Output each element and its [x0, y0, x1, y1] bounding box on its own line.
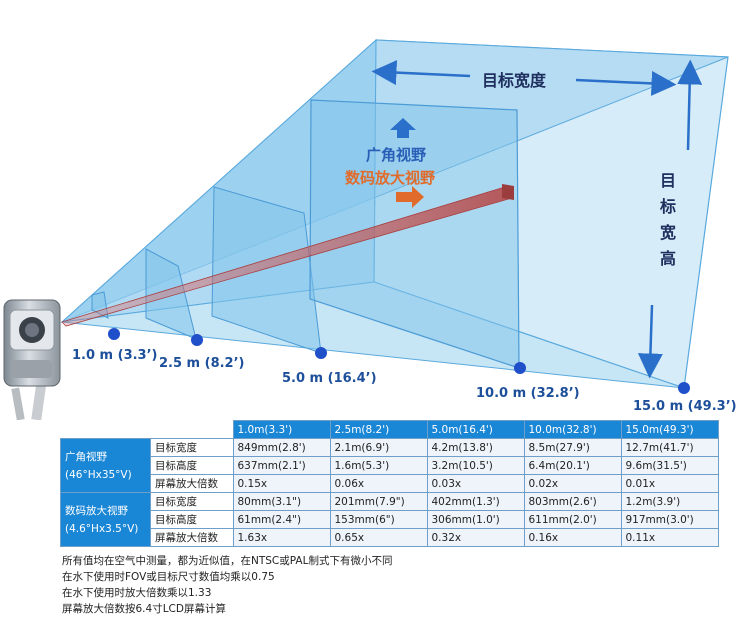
- table-row: 广角视野 (46°Hx35°V) 目标宽度 849mm(2.8') 2.1m(6…: [60, 438, 719, 493]
- table-cell: 637mm(2.1'): [232, 456, 331, 475]
- table-row: 目标高度 61mm(2.4") 153mm(6") 306mm(1.0') 61…: [61, 510, 719, 529]
- table-row: 目标高度 637mm(2.1') 1.6m(5.3') 3.2m(10.5') …: [61, 456, 719, 475]
- table-cell: 0.16x: [523, 528, 622, 547]
- height-arrow-bottom: [637, 304, 663, 379]
- table-cell: 201mm(7.9"): [329, 492, 428, 511]
- table-cell: 402mm(1.3'): [426, 492, 525, 511]
- table-row: 数码放大视野 (4.6°Hx3.5°V) 目标宽度 80mm(3.1") 201…: [60, 492, 719, 547]
- table-cell: 0.02x: [523, 474, 622, 493]
- distance-dot-2-5m: [191, 334, 203, 346]
- column-header: 10.0m(32.8'): [523, 420, 622, 439]
- table-cell: 0.03x: [426, 474, 525, 493]
- wide-fov-label: 广角视野: [366, 146, 426, 164]
- group-name: 数码放大视野: [65, 504, 128, 517]
- table-cell: 3.2m(10.5'): [426, 456, 525, 475]
- note-line: 在水下使用时FOV或目标尺寸数值均乘以0.75: [62, 571, 275, 583]
- row-metric: 目标宽度: [150, 438, 234, 457]
- column-header: 5.0m(16.4'): [426, 420, 525, 439]
- table-header-row: 1.0m(3.3') 2.5m(8.2') 5.0m(16.4') 10.0m(…: [60, 420, 719, 439]
- row-metric: 屏幕放大倍数: [150, 528, 234, 547]
- distance-label-15m: 15.0 m (49.3’): [633, 399, 737, 414]
- row-metric: 目标高度: [150, 510, 234, 529]
- distance-label-5m: 5.0 m (16.4’): [282, 371, 377, 386]
- table-cell: 917mm(3.0'): [620, 510, 719, 529]
- group-sub: (4.6°Hx3.5°V): [65, 522, 139, 535]
- notes: 所有值均在空气中测量，都为近似值，在NTSC或PAL制式下有微小不同 在水下使用…: [62, 553, 392, 617]
- height-label-char-3: 宽: [660, 223, 676, 242]
- table-corner: [150, 420, 233, 439]
- table-cell: 1.63x: [232, 528, 331, 547]
- table-cell: 4.2m(13.8'): [426, 438, 525, 457]
- height-label-char-1: 目: [660, 171, 676, 190]
- wide-fov-arrow: [390, 118, 416, 138]
- note-line: 屏幕放大倍数按6.4寸LCD屏幕计算: [62, 603, 226, 615]
- height-label-char-2: 标: [659, 197, 676, 216]
- note-line: 在水下使用时放大倍数乘以1.33: [62, 587, 212, 599]
- spec-table: 1.0m(3.3') 2.5m(8.2') 5.0m(16.4') 10.0m(…: [60, 420, 719, 547]
- group-sub: (46°Hx35°V): [65, 468, 132, 481]
- table-cell: 0.01x: [620, 474, 719, 493]
- table-cell: 849mm(2.8'): [232, 438, 331, 457]
- camera-icon: [3, 299, 61, 420]
- distance-dot-1m: [108, 328, 120, 340]
- column-header: 2.5m(8.2'): [329, 420, 428, 439]
- digital-zoom-label: 数码放大视野: [345, 169, 435, 187]
- table-cell: 12.7m(41.7'): [620, 438, 719, 457]
- distance-label-2-5m: 2.5 m (8.2’): [159, 356, 244, 371]
- table-cell: 2.1m(6.9'): [329, 438, 428, 457]
- width-label: 目标宽度: [482, 71, 547, 90]
- table-cell: 153mm(6"): [329, 510, 428, 529]
- distance-dot-5m: [315, 347, 327, 359]
- group-label-wide-fov: 广角视野 (46°Hx35°V): [60, 438, 151, 493]
- digital-zoom-arrow: [396, 186, 424, 208]
- table-corner: [60, 420, 151, 439]
- group-name: 广角视野: [65, 450, 107, 463]
- table-cell: 0.11x: [620, 528, 719, 547]
- group-label-digital-zoom: 数码放大视野 (4.6°Hx3.5°V): [60, 492, 151, 547]
- table-cell: 0.32x: [426, 528, 525, 547]
- table-cell: 9.6m(31.5'): [620, 456, 719, 475]
- distance-dot-15m: [678, 382, 690, 394]
- table-cell: 1.6m(5.3'): [329, 456, 428, 475]
- table-cell: 8.5m(27.9'): [523, 438, 622, 457]
- table-cell: 0.15x: [232, 474, 331, 493]
- field-of-view-diagram: 1.0 m (3.3’) 2.5 m (8.2’) 5.0 m (16.4’) …: [3, 38, 737, 420]
- width-arrow-right: [575, 70, 677, 96]
- row-metric: 屏幕放大倍数: [150, 474, 234, 493]
- table-cell: 306mm(1.0'): [426, 510, 525, 529]
- distance-label-10m: 10.0 m (32.8’): [476, 386, 580, 401]
- table-cell: 611mm(2.0'): [523, 510, 622, 529]
- note-line: 所有值均在空气中测量，都为近似值，在NTSC或PAL制式下有微小不同: [62, 555, 393, 567]
- table-row: 屏幕放大倍数 0.15x 0.06x 0.03x 0.02x 0.01x: [61, 474, 719, 493]
- table-cell: 80mm(3.1"): [232, 492, 331, 511]
- table-cell: 61mm(2.4"): [232, 510, 331, 529]
- width-arrow-left: [371, 60, 471, 86]
- table-row: 屏幕放大倍数 1.63x 0.65x 0.32x 0.16x 0.11x: [61, 528, 719, 547]
- height-arrow-top: [677, 59, 703, 151]
- row-metric: 目标宽度: [150, 492, 234, 511]
- table-cell: 0.06x: [329, 474, 428, 493]
- table-cell: 6.4m(20.1'): [523, 456, 622, 475]
- height-label-char-4: 高: [660, 249, 676, 268]
- column-header: 15.0m(49.3'): [620, 420, 719, 439]
- distance-label-1m: 1.0 m (3.3’): [72, 348, 157, 363]
- table-cell: 1.2m(3.9'): [620, 492, 719, 511]
- table-cell: 0.65x: [329, 528, 428, 547]
- table-cell: 803mm(2.6'): [523, 492, 622, 511]
- distance-dot-10m: [514, 362, 526, 374]
- row-metric: 目标高度: [150, 456, 234, 475]
- digital-zoom-beam-end: [502, 184, 514, 200]
- column-header: 1.0m(3.3'): [232, 420, 331, 439]
